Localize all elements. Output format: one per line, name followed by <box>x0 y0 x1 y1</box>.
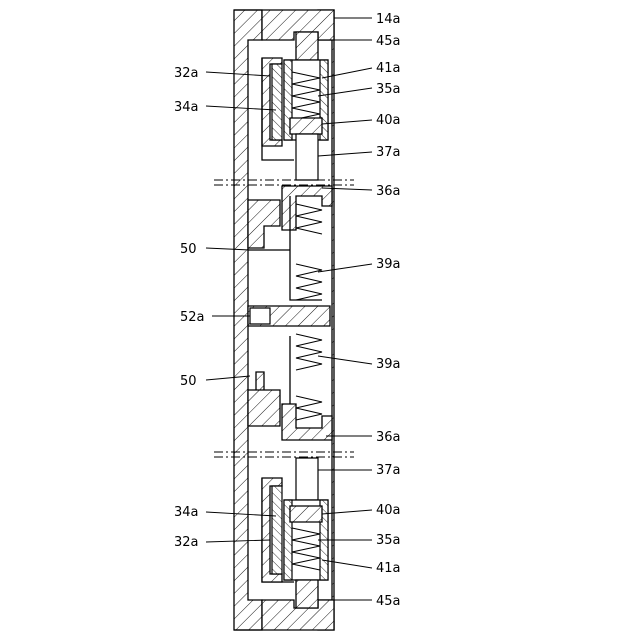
lower-middle-assembly <box>248 334 332 440</box>
label-39a-bot: 39a <box>376 357 401 372</box>
label-45a-bot: 45a <box>376 594 401 609</box>
label-41a-top: 41a <box>376 61 401 76</box>
label-37a-bot: 37a <box>376 463 401 478</box>
label-37a-top: 37a <box>376 145 401 160</box>
top-latch-assembly <box>262 32 328 180</box>
label-36a-bot: 36a <box>376 430 401 445</box>
label-39a-top: 39a <box>376 257 401 272</box>
label-50-top: 50 <box>180 242 197 257</box>
label-50-bot: 50 <box>180 374 197 389</box>
label-40a-top: 40a <box>376 113 401 128</box>
label-32a-top: 32a <box>174 66 199 81</box>
label-34a-bot: 34a <box>174 505 199 520</box>
label-35a-bot: 35a <box>376 533 401 548</box>
element-52a <box>248 306 330 326</box>
label-40a-bot: 40a <box>376 503 401 518</box>
label-32a-bot: 32a <box>174 535 199 550</box>
label-52a: 52a <box>180 310 205 325</box>
label-34a-top: 34a <box>174 100 199 115</box>
upper-middle-assembly <box>248 186 332 300</box>
label-35a-top: 35a <box>376 82 401 97</box>
label-45a-top: 45a <box>376 34 401 49</box>
label-36a-top: 36a <box>376 184 401 199</box>
label-14a: 14a <box>376 12 401 27</box>
bottom-latch-assembly <box>262 458 328 608</box>
label-41a-bot: 41a <box>376 561 401 576</box>
